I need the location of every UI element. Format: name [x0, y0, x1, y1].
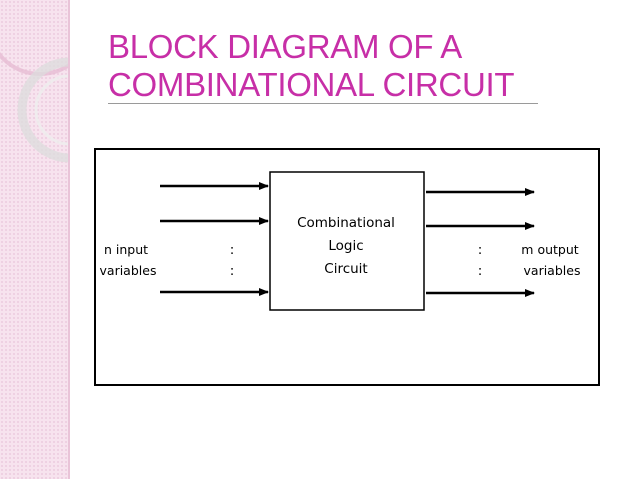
slide-title-line-2: COMBINATIONAL CIRCUIT: [108, 66, 515, 103]
input-label-line-2: variables: [100, 263, 157, 278]
input-continuation-mark-1: :: [230, 242, 235, 258]
output-continuation-mark-2: :: [478, 263, 483, 279]
slide-title-line-1: BLOCK DIAGRAM OF A: [108, 28, 463, 65]
slide-title: BLOCK DIAGRAM OF A COMBINATIONAL CIRCUIT: [108, 28, 578, 104]
output-label-line-1: m output: [521, 242, 578, 257]
block-label-line-1: Combinational: [297, 215, 395, 231]
logic-block: [269, 171, 425, 311]
output-continuation-mark-1: :: [478, 242, 483, 258]
title-underline: [108, 103, 538, 104]
block-diagram: Combinational Logic Circuit n input vari…: [100, 171, 581, 311]
block-diagram-figure: Combinational Logic Circuit n input vari…: [94, 148, 600, 386]
block-label-line-2: Logic: [328, 238, 363, 254]
decorative-circles: [0, 51, 68, 163]
decorative-side-panel: [0, 0, 70, 479]
input-label-line-1: n input: [104, 242, 148, 257]
output-label-line-2: variables: [524, 263, 581, 278]
input-continuation-mark-2: :: [230, 263, 235, 279]
block-label-line-3: Circuit: [324, 261, 367, 277]
